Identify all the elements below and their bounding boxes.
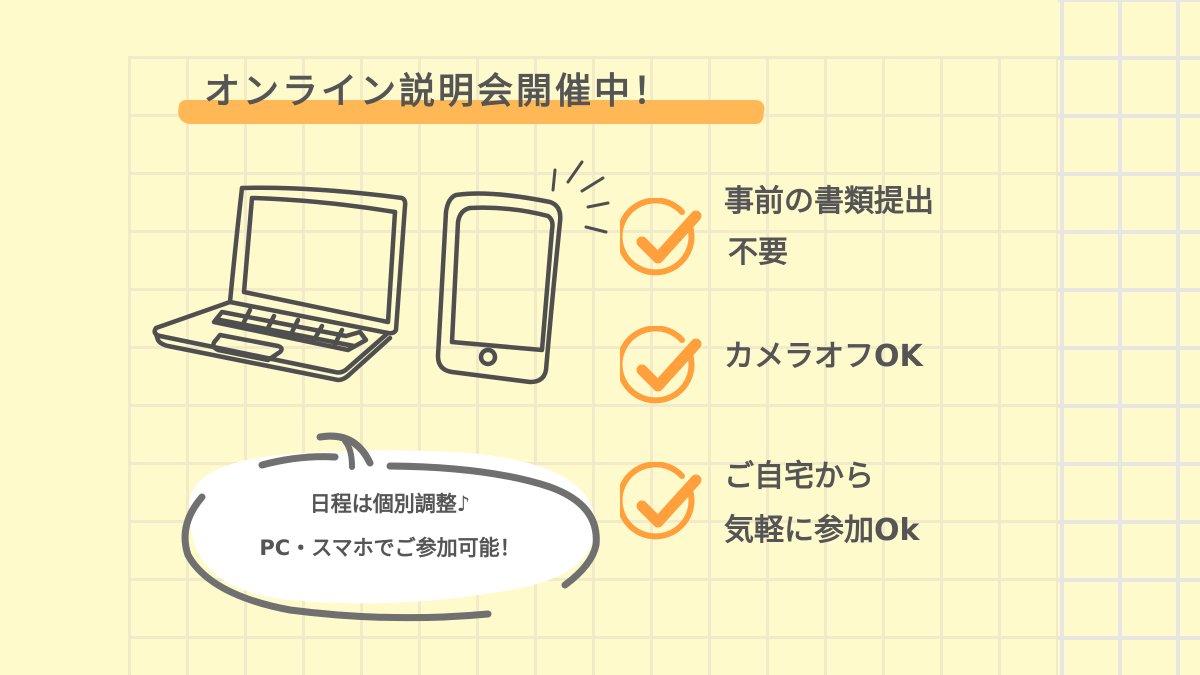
page-title: オンライン説明会開催中！ xyxy=(204,71,673,112)
bubble-text-line2: PC・スマホでご参加可能！ xyxy=(259,536,521,560)
sparkle-lines-icon xyxy=(551,160,610,234)
checklist-item-documents: 事前の書類提出 不要 xyxy=(616,184,1040,288)
checklist-item-from-home: ご自宅から 気軽に参加Ok xyxy=(616,458,1040,558)
grid-background-right xyxy=(1058,0,1200,675)
grid-top-margin xyxy=(128,0,1058,56)
checklist-text: 事前の書類提出 xyxy=(724,184,934,219)
check-circle-icon xyxy=(616,197,704,282)
checklist-text: 気軽に参加Ok xyxy=(724,513,920,548)
checklist-text: 不要 xyxy=(728,235,788,270)
speech-bubble xyxy=(170,425,610,625)
checklist-text: カメラオフOK xyxy=(724,339,923,374)
check-circle-icon xyxy=(616,461,704,546)
checklist-text: ご自宅から xyxy=(724,459,874,494)
checklist-item-camera-off: カメラオフOK xyxy=(616,320,1040,410)
title-banner: オンライン説明会開催中！ xyxy=(176,60,766,130)
bubble-text-line1: 日程は個別調整♪ xyxy=(309,492,471,516)
devices-illustration xyxy=(150,150,610,390)
check-circle-icon xyxy=(616,325,704,410)
laptop-icon xyxy=(152,185,408,383)
smartphone-icon xyxy=(435,191,563,385)
